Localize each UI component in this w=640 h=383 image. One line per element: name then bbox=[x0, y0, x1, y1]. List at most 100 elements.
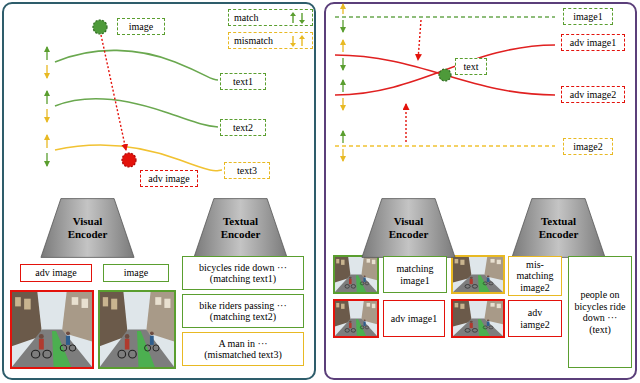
encoder-label: Visual Encoder bbox=[57, 215, 119, 241]
arrow-head bbox=[299, 35, 305, 39]
label-text: (matching text2) bbox=[210, 311, 276, 323]
left-pull-arrows bbox=[46, 47, 47, 166]
label-text: A man in ··· bbox=[218, 338, 267, 350]
label-text: adv iamge2 bbox=[512, 307, 558, 330]
caption-box: A man in ···(mismatched text3) bbox=[182, 332, 304, 366]
caption-box: adv image1 bbox=[383, 300, 445, 337]
illustration-part bbox=[452, 300, 504, 337]
arrow-head bbox=[299, 20, 305, 24]
right-pull-arrows bbox=[342, 4, 343, 161]
label-text: image1 bbox=[573, 11, 602, 23]
illustration-part bbox=[46, 135, 47, 148]
caption-box: matching image1 bbox=[383, 256, 447, 293]
trapezoid bbox=[362, 199, 455, 258]
dashed-label-box: adv image1 bbox=[561, 34, 625, 51]
attack-arrow bbox=[418, 20, 421, 60]
caption-box: bike riders passing ···(matching text2) bbox=[182, 294, 304, 328]
arrow-head bbox=[290, 43, 296, 47]
label-text: adv image1 bbox=[570, 37, 616, 49]
illustration-part bbox=[46, 153, 47, 166]
illustration-part bbox=[452, 300, 504, 337]
caption-box: adv image bbox=[20, 264, 92, 282]
illustration-part bbox=[46, 109, 47, 122]
illustration-part bbox=[335, 145, 555, 147]
label-text: image bbox=[124, 267, 148, 279]
text-point bbox=[439, 69, 451, 81]
photos bbox=[11, 256, 504, 368]
label-text: adv image2 bbox=[570, 89, 616, 101]
caption-box: mis-matching image2 bbox=[508, 256, 562, 296]
label-text: bicycles ride down ··· bbox=[199, 262, 287, 274]
illustration-part bbox=[342, 4, 343, 14]
right-embedding-curves bbox=[335, 17, 555, 146]
illustration-part bbox=[46, 47, 47, 60]
dashed-label-box: image2 bbox=[563, 138, 613, 155]
label-text: text1 bbox=[233, 76, 253, 88]
illustration-part bbox=[342, 58, 343, 70]
dashed-label-box: text2 bbox=[220, 119, 266, 136]
illustration-part bbox=[342, 98, 343, 110]
dashed-label-box: image1 bbox=[563, 8, 613, 25]
illustration-part bbox=[334, 300, 378, 337]
label-text: adv image bbox=[35, 267, 76, 279]
illustration-part bbox=[334, 300, 378, 337]
arrow-symbol bbox=[290, 12, 296, 23]
illustration-part bbox=[99, 291, 175, 368]
label-text: people on bicycles ride down ··· (text) bbox=[572, 289, 628, 335]
encoder-trapezoid: Visual Encoder bbox=[361, 198, 456, 258]
illustration-part bbox=[99, 291, 175, 368]
arrow-shaft bbox=[301, 38, 302, 46]
dashed-label-box: image bbox=[117, 18, 165, 35]
label-text: match bbox=[234, 12, 258, 24]
arrow-shaft bbox=[292, 36, 293, 44]
illustration-part bbox=[11, 291, 93, 368]
arrow-symbol bbox=[299, 13, 305, 24]
dashed-label-box: adv image2 bbox=[561, 86, 625, 103]
encoder-trapezoid: Visual Encoder bbox=[40, 198, 135, 258]
trapezoid bbox=[512, 199, 605, 258]
encoder-trapezoid: Textual Encoder bbox=[511, 198, 606, 258]
arrow-shaft bbox=[301, 13, 302, 21]
illustration-part bbox=[55, 50, 218, 80]
encoder-label: Textual Encoder bbox=[528, 215, 590, 241]
dashed-label-box: text3 bbox=[224, 162, 270, 179]
adv-image-point bbox=[122, 153, 136, 167]
label-text: image bbox=[129, 21, 153, 33]
dashed-label-box: text1 bbox=[220, 73, 266, 90]
label-text: (mismatched text3) bbox=[204, 349, 281, 361]
label-text: mismatch bbox=[234, 35, 273, 47]
label-text: adv image bbox=[148, 173, 189, 185]
dashed-label-box: text bbox=[455, 58, 487, 75]
arrow-symbol bbox=[290, 36, 296, 47]
illustration-part bbox=[46, 91, 47, 104]
illustration-part bbox=[46, 65, 47, 78]
legend-arrows bbox=[287, 34, 309, 48]
attack-arrow bbox=[405, 104, 406, 142]
image-point bbox=[93, 20, 107, 34]
illustration-part bbox=[342, 20, 343, 32]
trapezoid bbox=[194, 199, 287, 258]
legend-arrows bbox=[287, 11, 309, 25]
caption-box: bicycles ride down ···(matching text1) bbox=[182, 256, 304, 290]
caption-box: image bbox=[103, 264, 169, 282]
illustration-part bbox=[55, 99, 218, 127]
illustration-part bbox=[342, 149, 343, 161]
label-text: matching image1 bbox=[387, 263, 443, 286]
right-panel bbox=[325, 3, 636, 379]
illustration-part bbox=[335, 55, 555, 95]
illustration-part bbox=[452, 256, 504, 293]
encoder-label: Textual Encoder bbox=[210, 215, 272, 241]
illustration-part bbox=[452, 256, 504, 293]
illustration-part bbox=[342, 131, 343, 143]
illustration-part bbox=[335, 16, 555, 18]
dashed-label-box: adv image bbox=[140, 170, 198, 187]
illustration-part bbox=[334, 256, 378, 293]
illustration-part bbox=[11, 291, 93, 368]
label-text: image2 bbox=[573, 141, 602, 153]
illustration-part bbox=[342, 80, 343, 92]
dashed-label-box: match bbox=[228, 9, 313, 26]
illustration-part bbox=[335, 45, 555, 95]
illustration-part bbox=[342, 40, 343, 52]
trapezoid bbox=[41, 199, 134, 258]
